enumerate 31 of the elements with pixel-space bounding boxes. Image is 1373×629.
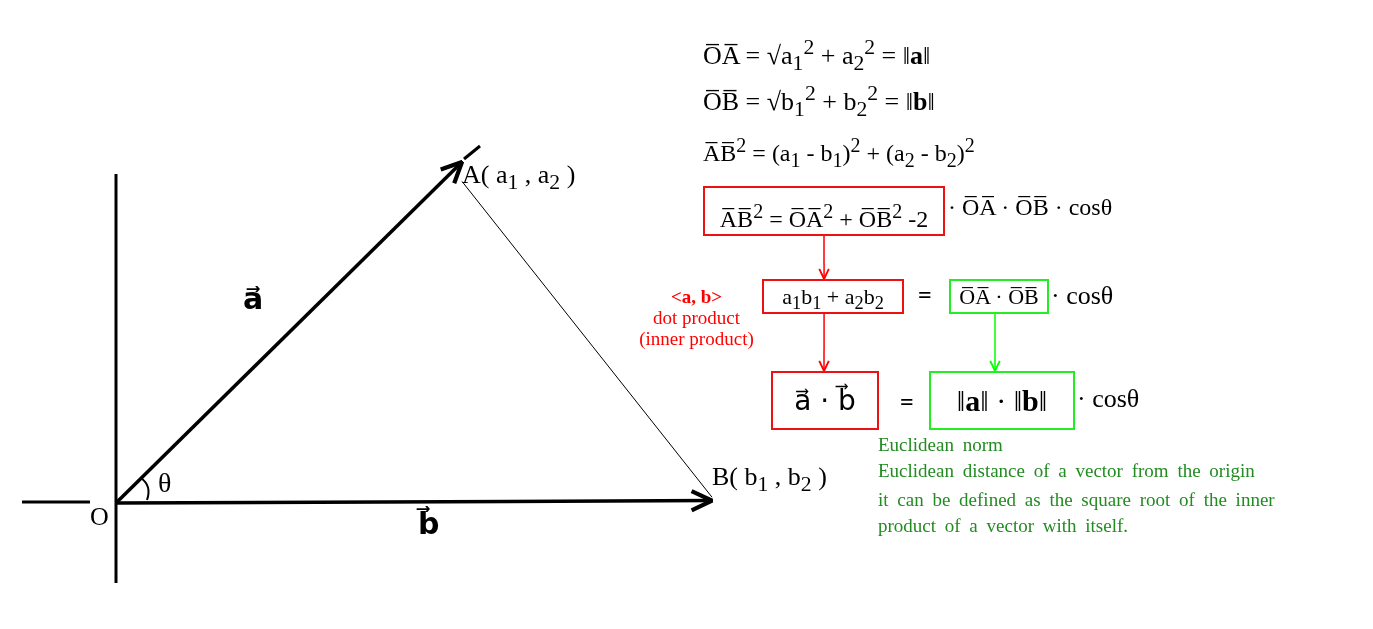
point-label: A( a$_{1}$ , a$_{2}$ )	[462, 161, 612, 195]
arrow	[818, 313, 830, 372]
point-label: O	[90, 503, 116, 535]
formula-box: ‖a‖ · ‖b‖	[929, 371, 1075, 430]
arrow	[116, 489, 715, 513]
arrow	[114, 159, 465, 505]
edge-label: b⃗	[418, 507, 440, 540]
connecting-line	[461, 180, 713, 498]
equals-sign: =	[918, 282, 932, 309]
angle-label: θ	[158, 468, 172, 499]
formula-box: O̅A̅ · O̅B̅	[949, 279, 1049, 314]
annotation-text: Euclidean distance of a vector from the origin	[878, 461, 1255, 482]
point-label: B( b$_{1}$ , b$_{2}$ )	[712, 463, 852, 501]
edge-label: a⃗	[243, 282, 264, 315]
equals-sign: =	[900, 389, 914, 416]
formula-box: a$_{1}$b$_{1}$ + a$_{2}$b$_{2}$	[762, 279, 904, 314]
formula-text: · cosθ	[1077, 385, 1140, 414]
arrow	[989, 313, 1001, 372]
annotation-text: dot product	[651, 308, 742, 329]
formula-box: a⃗ · b⃗	[771, 371, 879, 430]
annotation-text: (inner product)	[638, 329, 755, 350]
formula-text: O̅A̅ = √a$_{1}$$^{2}$ + a$_{2}$$^{2}$ = ‖a‖	[703, 36, 931, 76]
formula-text: A̅B̅$^{2}$ = (a$_{1}$ - b$_{1}$)$^{2}$ + (a$_{2}$ - b$_{2}$)$^{2}$	[703, 134, 975, 171]
arrow	[818, 235, 830, 280]
formula-text: · cosθ	[1051, 282, 1114, 311]
annotation-text: Euclidean norm	[878, 435, 1003, 456]
formula-text: O̅B̅ = √b$_{1}$$^{2}$ + b$_{2}$$^{2}$ = ‖b‖	[703, 82, 935, 122]
formula-box: A̅B̅$^{2}$ = O̅A̅$^{2}$ + O̅B̅$^{2}$ -2	[703, 186, 945, 236]
annotation-text: it can be defined as the square root of the inner product of a vector with itself.	[878, 488, 1276, 538]
formula-text: · O̅A̅ · O̅B̅ · cosθ	[948, 194, 1113, 221]
notation-label: <a, b>	[669, 287, 724, 308]
